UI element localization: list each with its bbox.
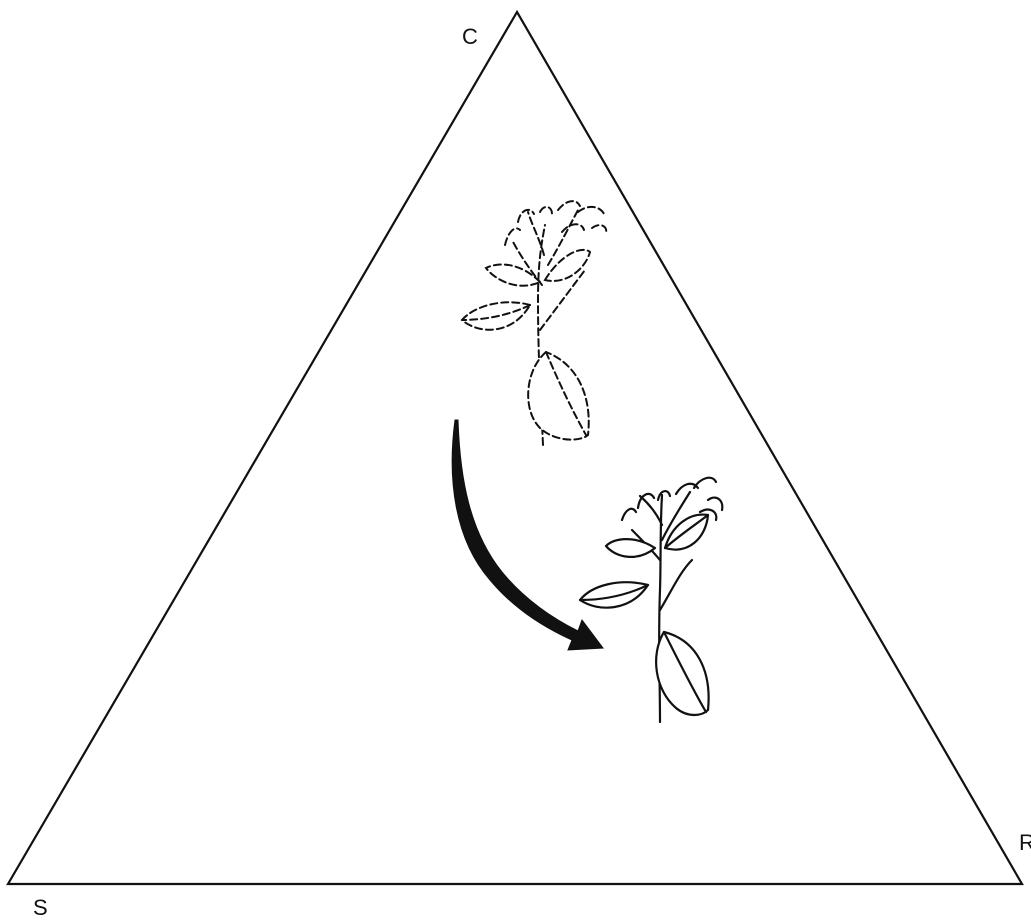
vertex-label-s: S bbox=[33, 895, 48, 920]
vertex-label-c: C bbox=[462, 24, 478, 49]
dashed-plant-illustration bbox=[462, 201, 606, 445]
vertex-label-r: R bbox=[1019, 830, 1031, 855]
solid-plant-illustration bbox=[580, 478, 722, 722]
triangle-outline bbox=[8, 12, 1022, 884]
curved-arrow bbox=[452, 420, 603, 650]
